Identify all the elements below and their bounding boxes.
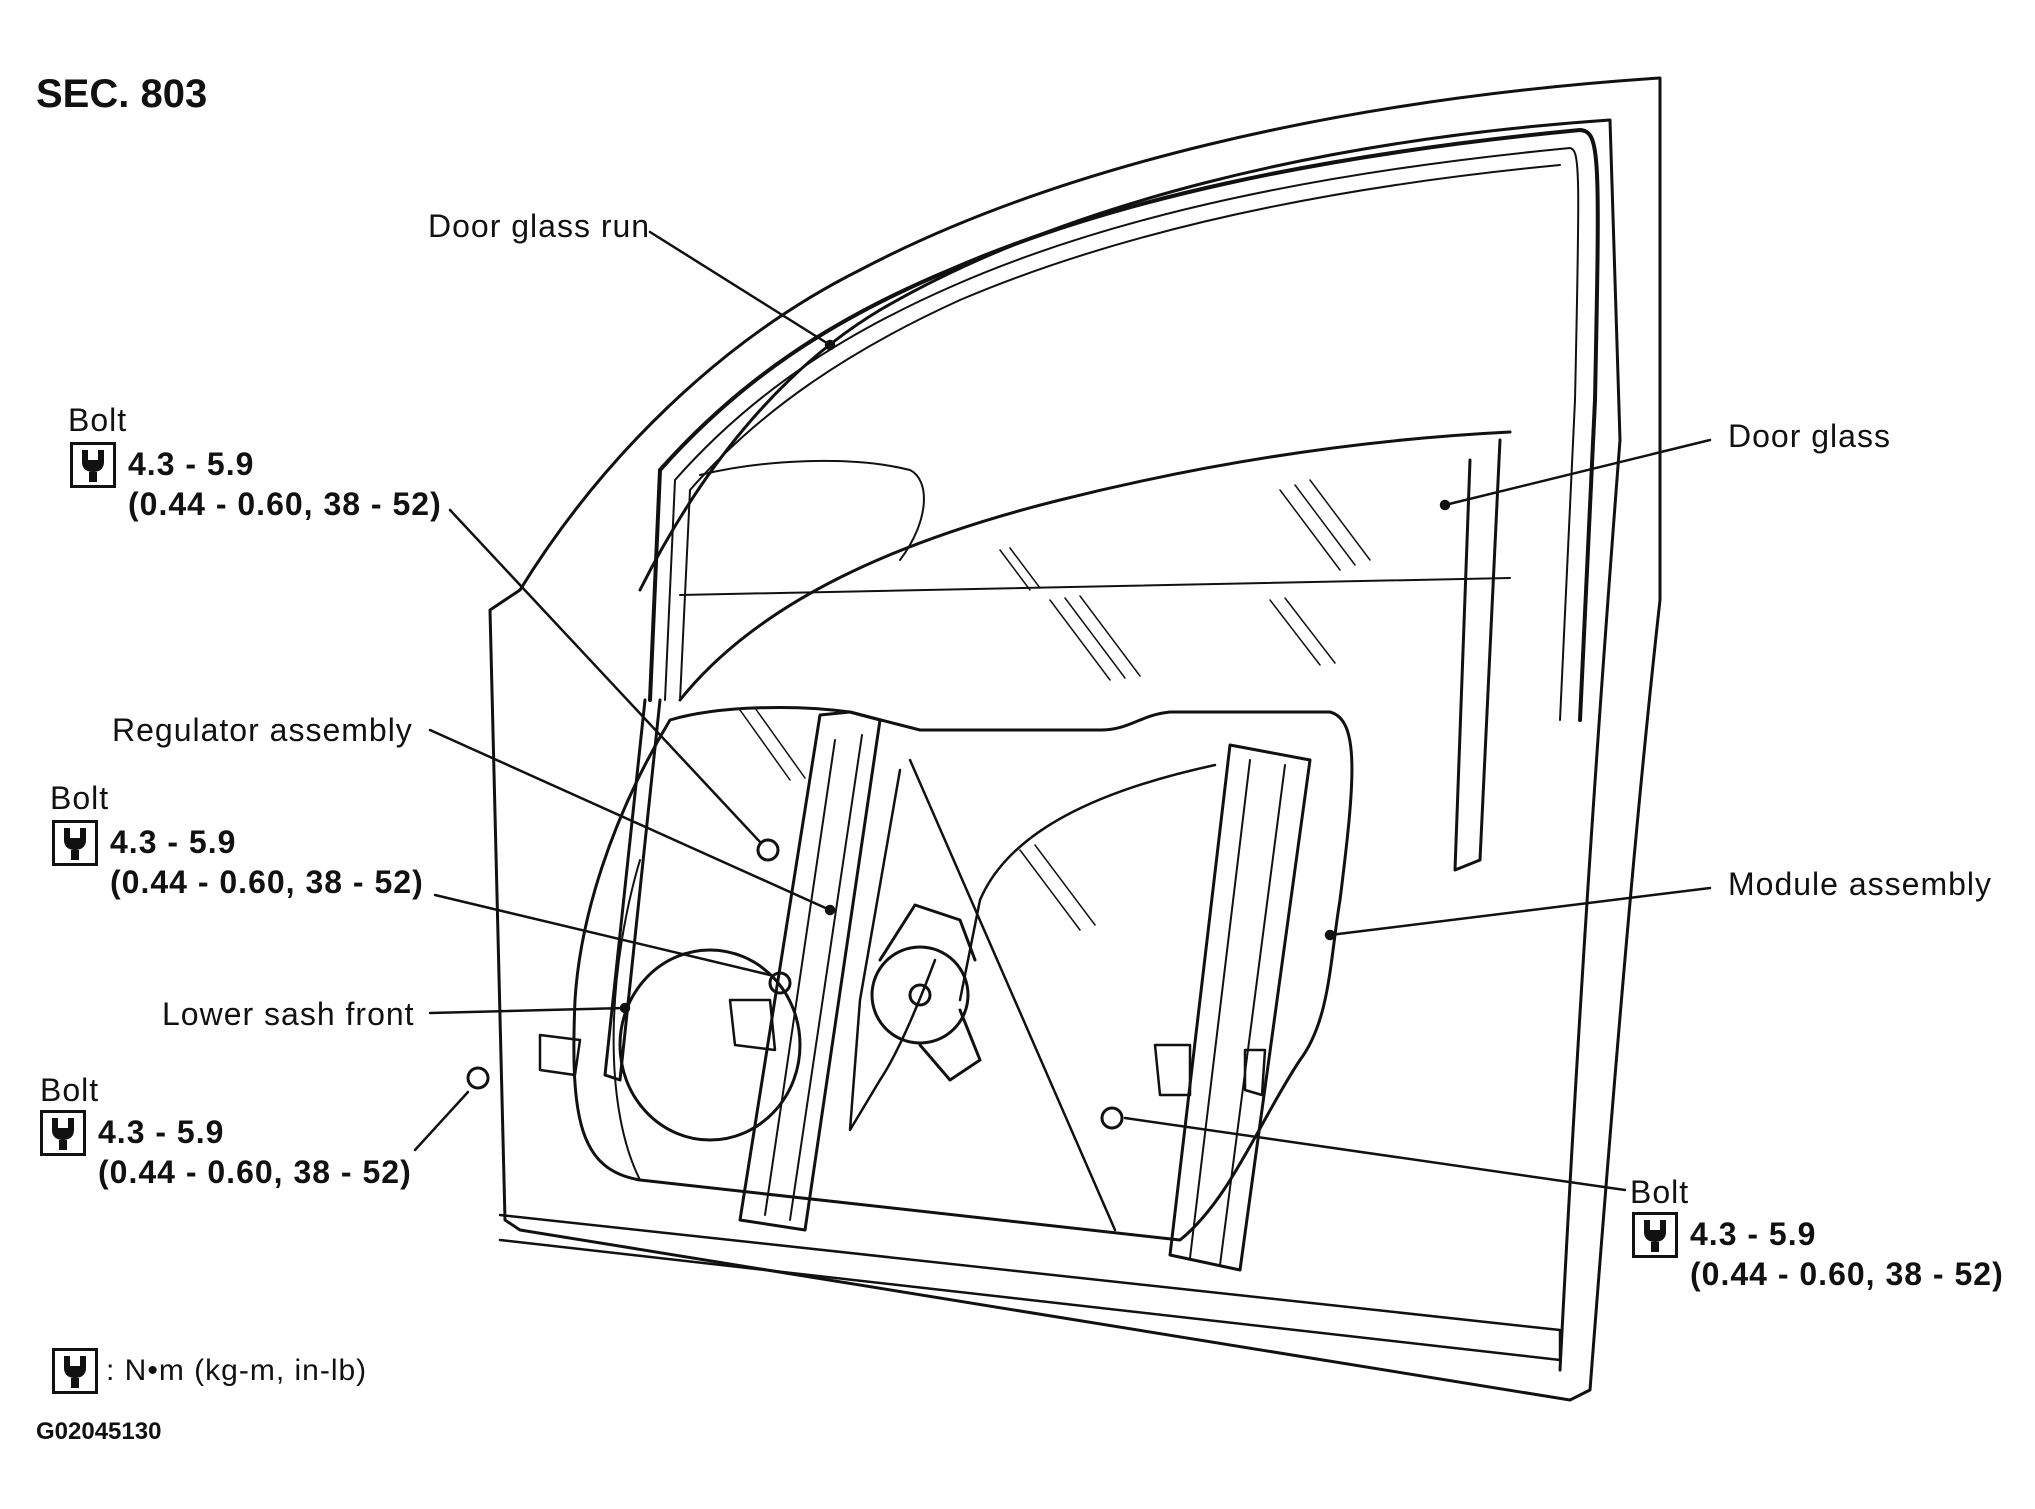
bolt-torque-4: 4.3 - 5.9: [1690, 1216, 1817, 1252]
section-title: SEC. 803: [36, 72, 208, 116]
label-module-assembly: Module assembly: [1728, 866, 1992, 902]
regulator-rail-rear: [1168, 743, 1312, 1272]
module-panel: [572, 705, 1354, 1242]
label-door-glass-run: Door glass run: [428, 208, 651, 244]
bolt-2: [768, 971, 792, 995]
torque-wrench-icon: [52, 820, 98, 866]
torque-wrench-icon: [52, 1348, 98, 1394]
bolt-4: [1100, 1106, 1124, 1130]
label-regulator-assembly: Regulator assembly: [112, 712, 413, 748]
bolt-label-3: Bolt: [40, 1072, 100, 1108]
speaker-hole: [618, 948, 802, 1142]
door-glass: [678, 430, 1512, 702]
bolt-torque-alt-3: (0.44 - 0.60, 38 - 52): [98, 1154, 412, 1190]
regulator-motor: [870, 945, 970, 1045]
torque-units-legend: : N•m (kg-m, in-lb): [106, 1354, 368, 1387]
regulator-rail-front: [738, 710, 882, 1232]
regulator-cable: [908, 758, 1117, 1232]
bolt-label-2: Bolt: [50, 780, 110, 816]
figure-code: G02045130: [36, 1418, 162, 1445]
bolt-1: [756, 838, 780, 862]
door-glass-run: [648, 128, 1600, 722]
bolt-torque-3: 4.3 - 5.9: [98, 1114, 225, 1150]
door-outer-frame: [488, 76, 1662, 1402]
label-lower-sash-front: Lower sash front: [162, 996, 415, 1032]
bolt-3: [466, 1066, 490, 1090]
torque-wrench-icon: [1632, 1212, 1678, 1258]
bolt-label-4: Bolt: [1630, 1174, 1690, 1210]
bolt-torque-2: 4.3 - 5.9: [110, 824, 237, 860]
bolt-torque-1: 4.3 - 5.9: [128, 446, 255, 482]
glass-hatching: [739, 479, 1371, 931]
label-door-glass: Door glass: [1728, 418, 1891, 454]
torque-wrench-icon: [40, 1110, 86, 1156]
bolt-label-1: Bolt: [68, 402, 128, 438]
torque-wrench-icon: [70, 442, 116, 488]
bolt-torque-alt-4: (0.44 - 0.60, 38 - 52): [1690, 1256, 2004, 1292]
leader-lines: [413, 230, 1712, 1192]
bolt-torque-alt-1: (0.44 - 0.60, 38 - 52): [128, 486, 442, 522]
door-inner-frame: [638, 118, 1622, 1372]
bolt-torque-alt-2: (0.44 - 0.60, 38 - 52): [110, 864, 424, 900]
